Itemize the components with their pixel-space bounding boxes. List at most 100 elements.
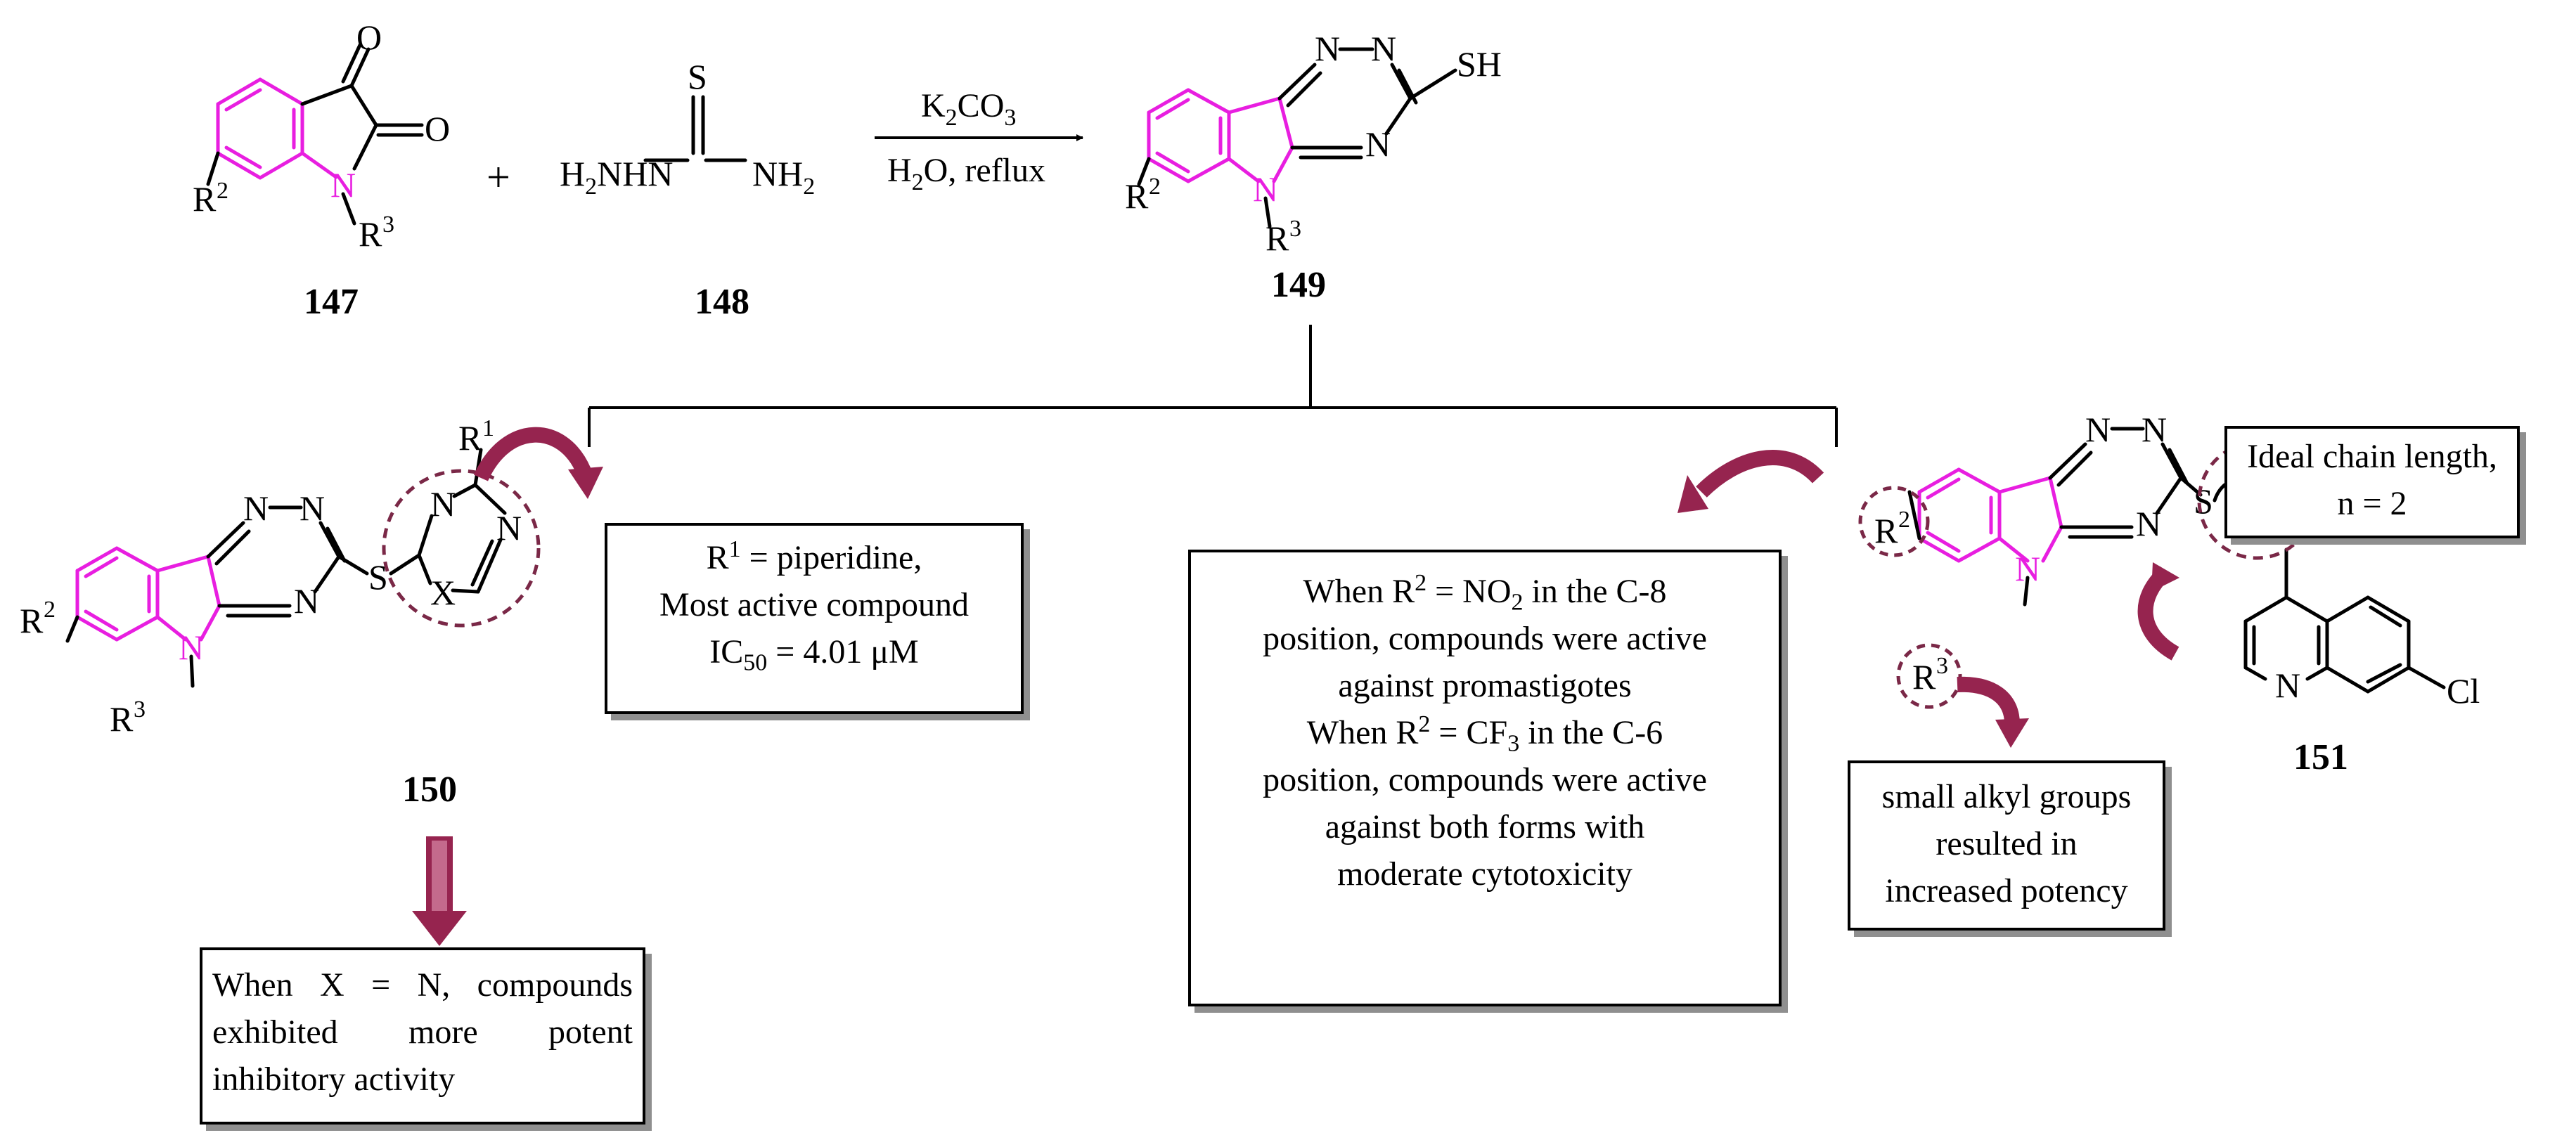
atom-label-n: N (496, 508, 522, 547)
note-text: Most active compound (659, 586, 969, 623)
atom-label-n: N (1253, 169, 1278, 209)
compound-150-structure (65, 448, 507, 688)
curved-arrow-head (2151, 562, 2179, 592)
atom-label-r: R (1874, 511, 1898, 550)
plus-sign: + (487, 154, 510, 200)
note-text: against both forms with (1325, 808, 1645, 845)
atom-label-r: R (1125, 176, 1149, 216)
note-text: inhibitory activity (212, 1061, 456, 1098)
note-x-equals-n: When X = N, compounds exhibited more pot… (200, 947, 645, 1125)
note-text: resulted in (1936, 825, 2078, 862)
note-text: When R (1306, 714, 1419, 751)
atom-label-r: R (20, 601, 44, 640)
atom-label-n: N (1371, 29, 1396, 68)
superscript: 2 (1418, 711, 1431, 737)
note-text: in the C-8 (1523, 573, 1667, 610)
atom-label-n: N (2275, 666, 2300, 705)
atom-label-h: H (560, 154, 585, 193)
note-text: against promastigotes (1338, 667, 1632, 704)
branch-bracket (588, 325, 1838, 447)
atom-label-n: N (300, 488, 325, 528)
atom-label-n: N (2015, 549, 2040, 588)
highlight-circle (1896, 643, 1962, 709)
atom-label-r: R (1912, 657, 1936, 696)
highlight-circle (382, 469, 541, 628)
atom-label-n: N (243, 488, 269, 528)
subscript: 3 (1004, 105, 1016, 131)
superscript: 3 (134, 696, 146, 722)
atom-label-nhn: NHN (597, 154, 673, 193)
atom-label-n: N (430, 484, 456, 524)
atom-label-r: R (458, 418, 482, 458)
subscript: 2 (912, 169, 924, 195)
superscript: 1 (728, 536, 741, 562)
reagent-h: H (887, 152, 912, 189)
atom-label-r: R (359, 214, 382, 254)
curved-arrow-head (1995, 718, 2029, 748)
subscript: 3 (1507, 730, 1520, 757)
atom-label-sh: SH (1457, 44, 1502, 84)
compound-number-147: 147 (304, 282, 359, 322)
note-text: position, compounds were active (1263, 620, 1707, 657)
svg-text:K2CO3: K2CO3 (921, 87, 1016, 131)
curved-arrow (1957, 676, 2020, 725)
compound-149-structure (1137, 47, 1457, 228)
atom-label-n: N (294, 581, 319, 621)
superscript: 2 (217, 178, 228, 204)
note-alkyl: small alkyl groups resulted in increased… (1848, 760, 2165, 931)
atom-label-r: R (1266, 219, 1289, 258)
compound-147-structure (206, 43, 424, 226)
atom-label-s: S (688, 57, 707, 96)
svg-text:NH2: NH2 (752, 154, 815, 200)
note-text: increased potency (1885, 872, 2128, 909)
atom-label-x: X (430, 573, 456, 612)
note-text: position, compounds were active (1263, 761, 1707, 798)
subscript: 2 (946, 105, 958, 131)
note-text: moderate cytotoxicity (1337, 855, 1632, 893)
superscript: 2 (1415, 570, 1427, 596)
note-text: Ideal chain length, (2247, 438, 2497, 475)
svg-text:H2NHN: H2NHN (560, 154, 673, 200)
compound-number-148: 148 (695, 282, 749, 322)
compound-number-150: 150 (402, 770, 457, 810)
note-chain: Ideal chain length, n = 2 (2224, 426, 2520, 538)
atom-label-n: N (2136, 504, 2161, 543)
down-arrow (412, 836, 467, 946)
superscript: 2 (1149, 174, 1161, 200)
atom-label-n: N (2142, 410, 2167, 449)
note-text: exhibited more potent (212, 1013, 633, 1051)
subscript: 50 (743, 649, 768, 676)
note-piperidine: R1 = piperidine, Most active compound IC… (605, 523, 1024, 714)
subscript: 2 (1511, 589, 1524, 616)
atom-label-n: N (330, 165, 356, 205)
note-text: IC (709, 633, 744, 670)
note-text: = 4.01 μM (767, 633, 919, 670)
atom-label-n: N (2085, 410, 2111, 449)
superscript: 3 (382, 212, 394, 238)
highlight-circle (1858, 486, 1930, 557)
reagent-conditions: O, reflux (924, 152, 1045, 189)
note-text: When X = N, compounds (212, 966, 633, 1004)
note-text: = NO (1427, 573, 1512, 610)
atom-label-n: N (1315, 29, 1340, 68)
subscript: 2 (803, 174, 815, 200)
svg-text:H2O, reflux: H2O, reflux (887, 152, 1045, 195)
atom-label-r: R (110, 699, 134, 739)
superscript: 1 (482, 415, 494, 441)
superscript: 3 (1289, 216, 1301, 242)
curved-arrow (473, 427, 591, 481)
atom-label-r: R (193, 179, 217, 219)
atom-label-cl: Cl (2447, 671, 2480, 711)
atom-label-s: S (2194, 481, 2213, 521)
compound-148-structure (643, 95, 747, 162)
atom-label-n: N (1365, 124, 1391, 164)
superscript: 3 (1936, 653, 1948, 679)
atom-label-o: O (356, 18, 382, 57)
superscript: 2 (44, 597, 56, 623)
atom-label-n: N (179, 628, 204, 667)
compound-number-151: 151 (2293, 737, 2348, 777)
note-text: = CF (1430, 714, 1508, 751)
reagent-co: CO (958, 87, 1005, 124)
superscript: 2 (1898, 507, 1910, 533)
